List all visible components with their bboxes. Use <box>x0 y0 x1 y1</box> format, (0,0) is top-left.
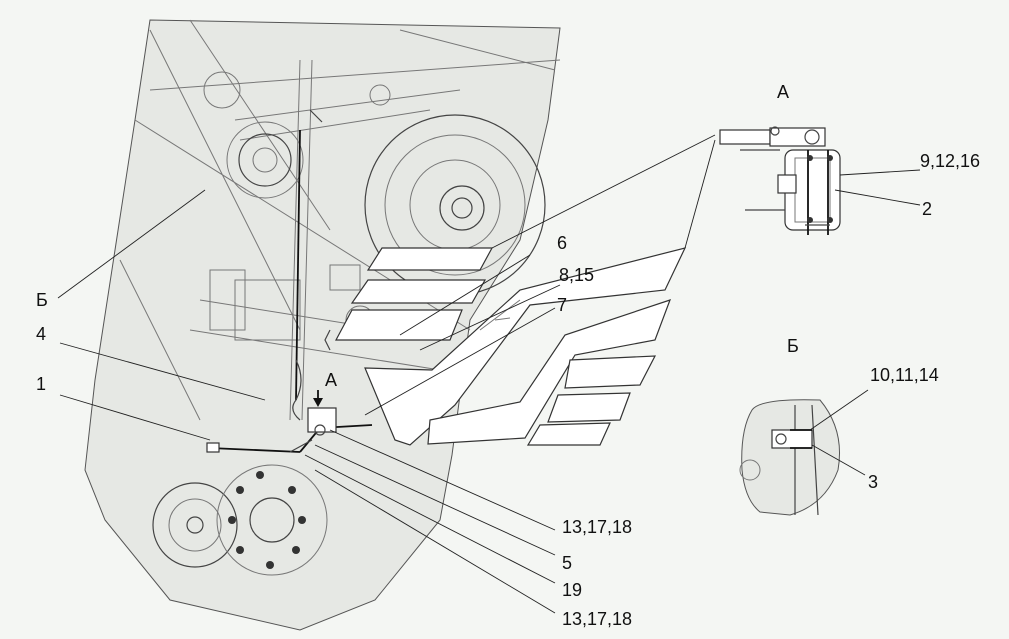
detail-b-title: Б <box>787 336 799 356</box>
callout-1: 1 <box>36 374 46 394</box>
callout-b-view: Б <box>36 290 48 310</box>
detail-view-a <box>719 126 841 235</box>
shield-panels <box>335 247 687 446</box>
callout-10-11-14: 10,11,14 <box>870 365 939 385</box>
callout-13-17-18-lower: 13,17,18 <box>562 609 632 629</box>
view-arrow-a-label: А <box>325 370 337 390</box>
callout-4: 4 <box>36 324 46 344</box>
callout-8-15: 8,15 <box>559 265 594 285</box>
callout-13-17-18-upper: 13,17,18 <box>562 517 632 537</box>
callout-6: 6 <box>557 233 567 253</box>
linkage-assembly <box>206 390 373 453</box>
hub-bolts <box>228 471 306 569</box>
detail-a-title: А <box>777 82 789 102</box>
callout-2: 2 <box>922 199 932 219</box>
callout-7: 7 <box>557 295 567 315</box>
labels: А Б А 1 4 Б 6 8,15 7 9,12,16 2 10,11,14 … <box>36 82 980 629</box>
callout-3: 3 <box>868 472 878 492</box>
lower-gear-hub <box>152 464 328 576</box>
upper-hub <box>226 121 304 199</box>
callout-5: 5 <box>562 553 572 573</box>
callout-9-12-16: 9,12,16 <box>920 151 980 171</box>
leader-lines <box>57 134 921 614</box>
machine-body <box>84 19 561 631</box>
detail-view-b <box>739 399 841 516</box>
callout-19: 19 <box>562 580 582 600</box>
